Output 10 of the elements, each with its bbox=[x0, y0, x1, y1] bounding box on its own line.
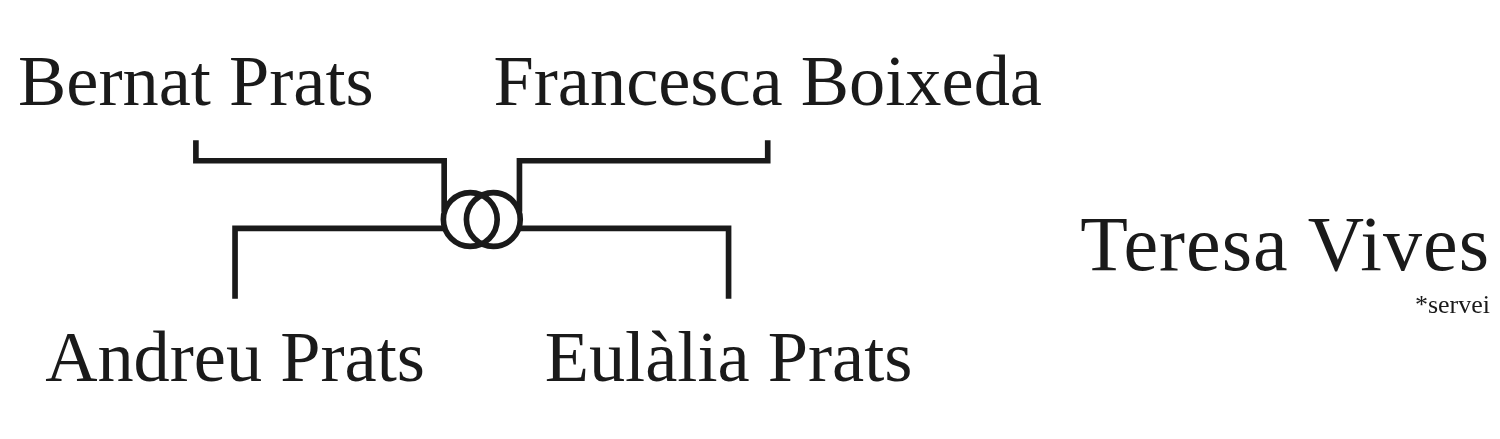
connector bbox=[193, 137, 447, 212]
connector bbox=[516, 137, 771, 212]
node-text: Bernat Prats bbox=[18, 40, 374, 122]
connector bbox=[519, 225, 732, 299]
node-text: Francesca Boixeda bbox=[493, 40, 1042, 122]
node-text: Eulàlia Prats bbox=[544, 316, 913, 397]
connector bbox=[232, 225, 445, 299]
person-name: Teresa Vives bbox=[1080, 205, 1490, 283]
node-text: Andreu Prats bbox=[45, 316, 425, 397]
note: *servei bbox=[1414, 289, 1490, 321]
